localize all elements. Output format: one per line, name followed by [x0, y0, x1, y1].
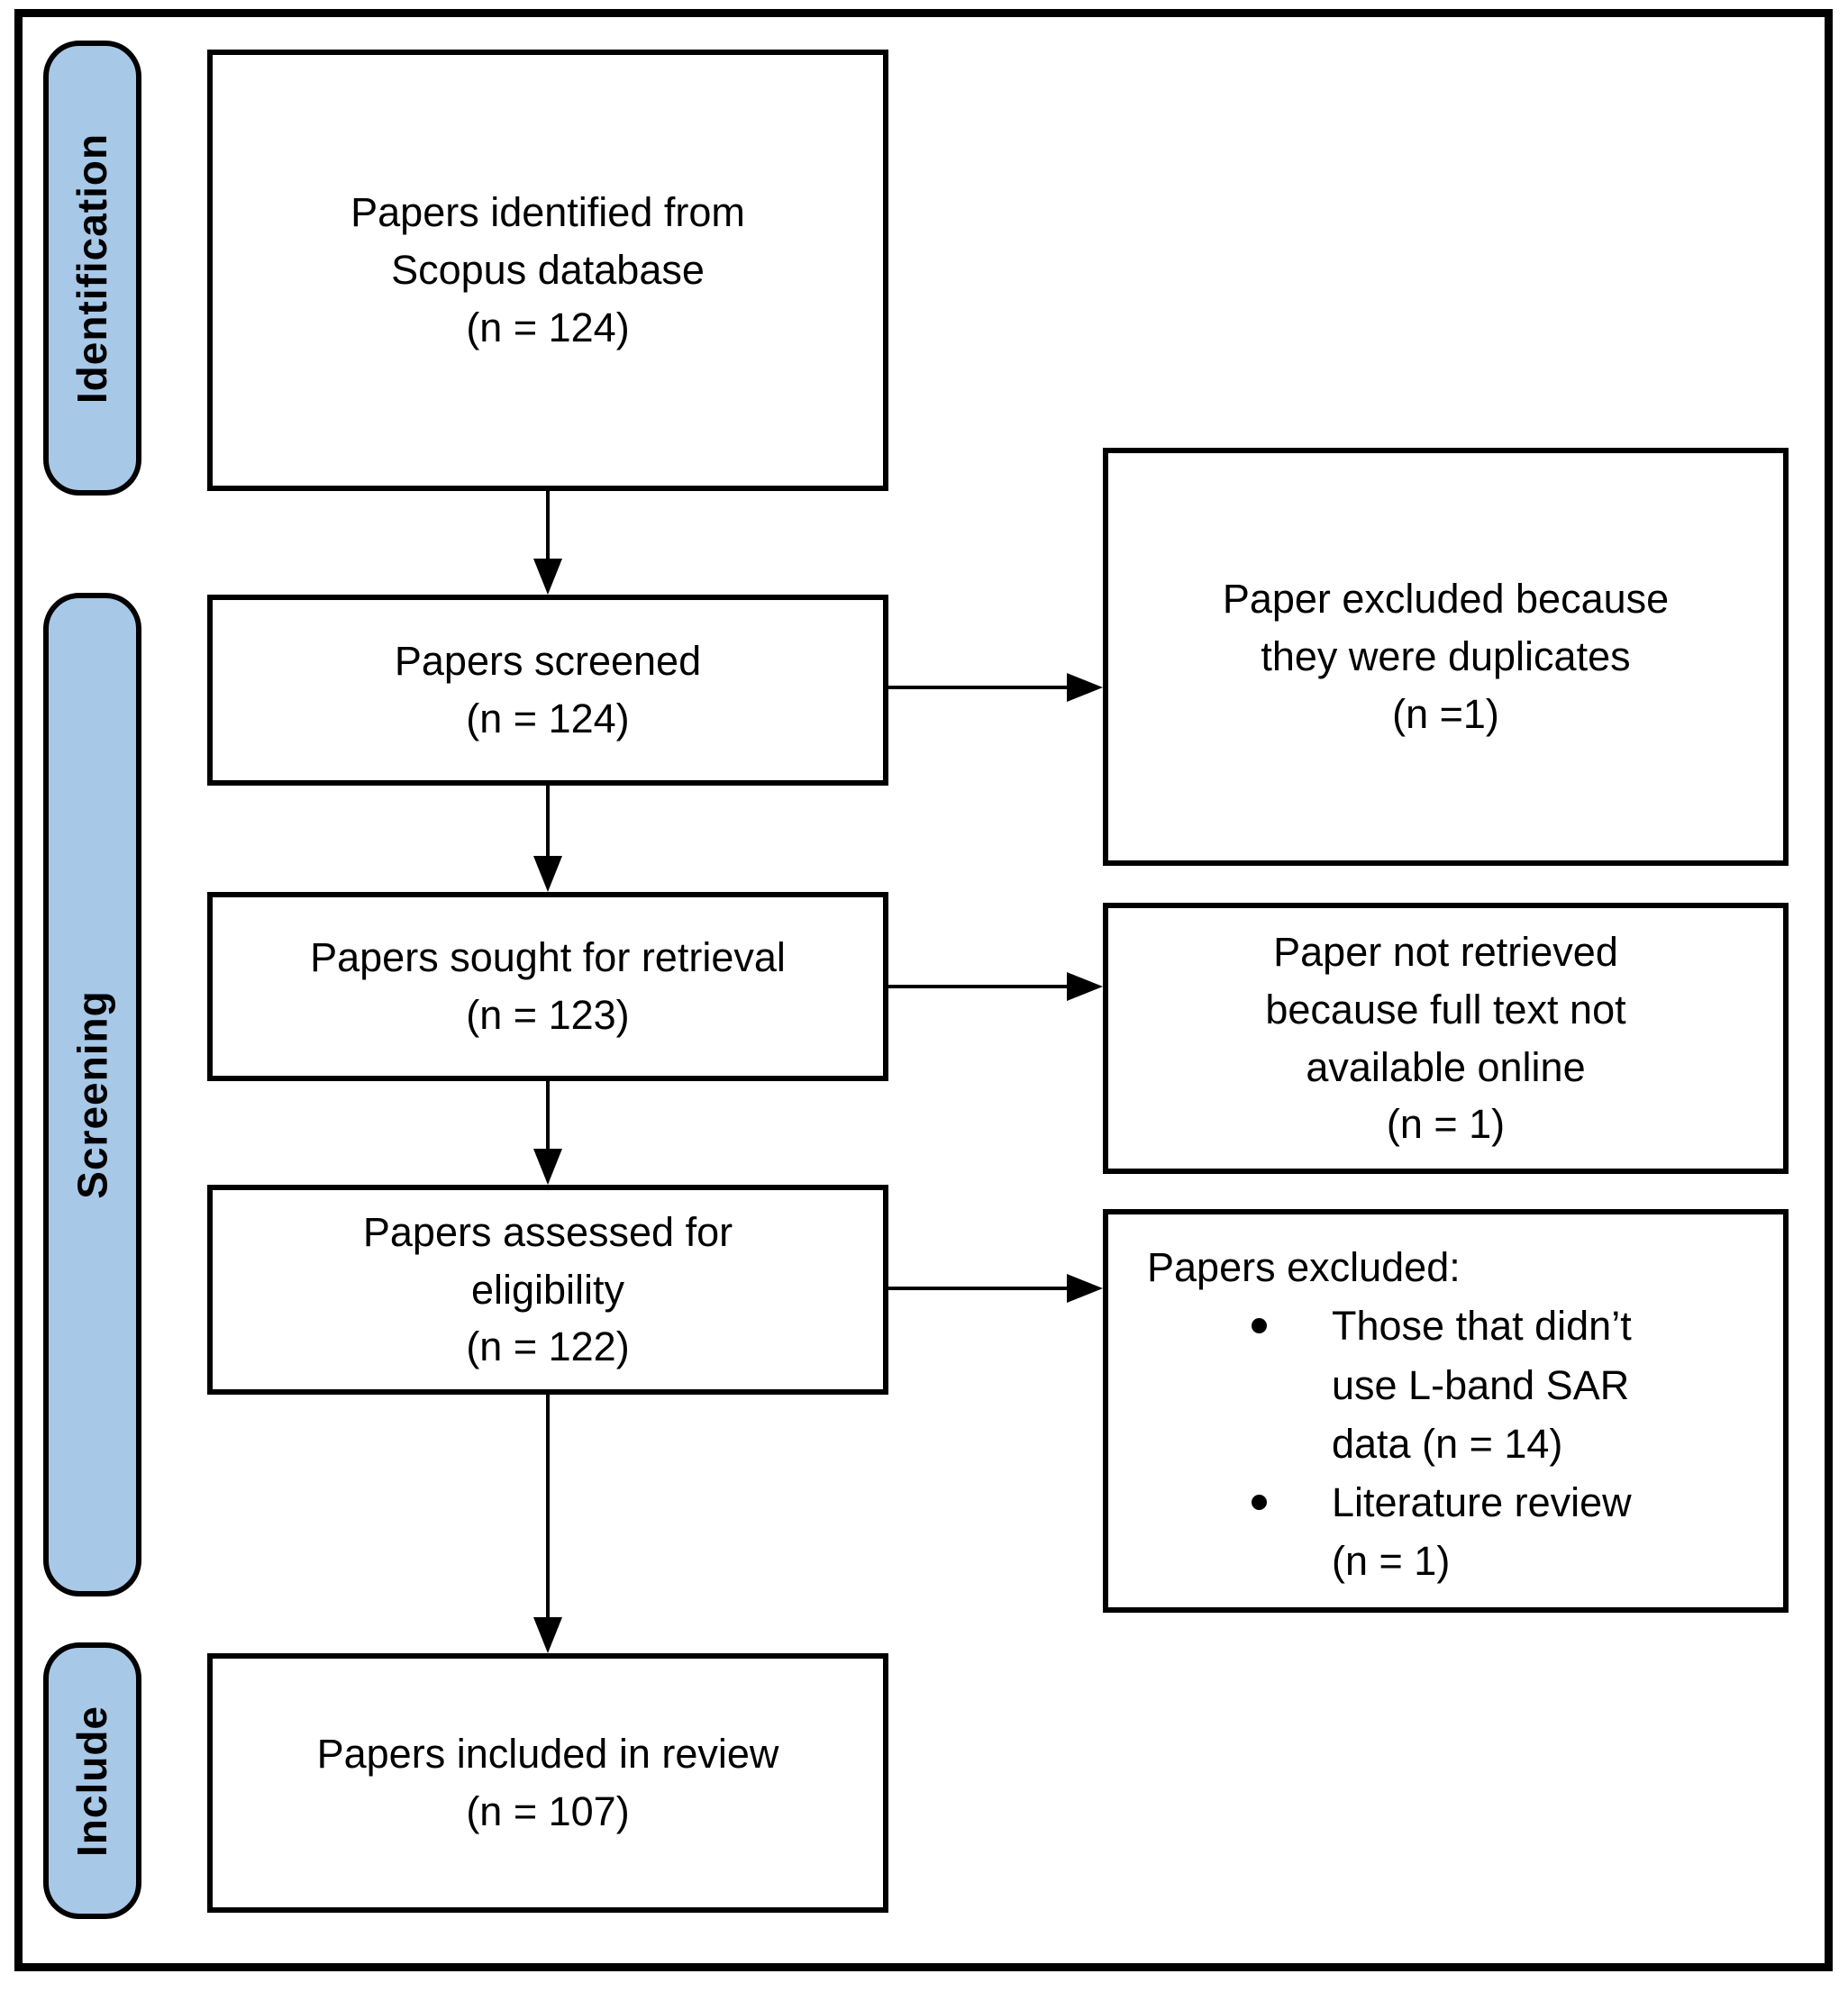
diagram-outer-border [14, 9, 1833, 1971]
flow-box-papers-screened: Papers screened (n = 124) [207, 595, 888, 786]
stage-identification: Identification [43, 41, 141, 496]
exclusion-bullet-item: Those that didn’t use L-band SAR data (n… [1147, 1296, 1765, 1473]
bullet-icon [1252, 1495, 1267, 1510]
flow-box-papers-sought-label: Papers sought for retrieval (n = 123) [310, 934, 786, 1038]
flow-box-papers-sought: Papers sought for retrieval (n = 123) [207, 892, 888, 1081]
side-box-duplicates-excluded: Paper excluded because they were duplica… [1103, 448, 1789, 866]
arrow-right-icon [1067, 673, 1103, 702]
arrow-right-icon [1067, 1274, 1103, 1303]
arrow-line [888, 985, 1072, 988]
arrow-line [546, 1395, 550, 1619]
exclusion-bullet-text: Those that didn’t use L-band SAR data (n… [1332, 1303, 1632, 1467]
flow-box-papers-identified: Papers identified from Scopus database (… [207, 50, 888, 491]
arrow-line [888, 686, 1072, 689]
side-box-not-retrieved: Paper not retrieved because full text no… [1103, 903, 1789, 1174]
exclusion-bullet-text: Literature review (n = 1) [1332, 1479, 1632, 1585]
flow-box-papers-identified-label: Papers identified from Scopus database (… [350, 189, 745, 350]
stage-screening: Screening [43, 593, 141, 1596]
flow-box-papers-included: Papers included in review (n = 107) [207, 1653, 888, 1913]
stage-screening-label: Screening [68, 990, 116, 1199]
arrow-down-icon [533, 1617, 562, 1653]
side-box-papers-excluded-heading: Papers excluded: [1147, 1244, 1461, 1290]
side-box-not-retrieved-label: Paper not retrieved because full text no… [1265, 928, 1626, 1148]
arrow-down-icon [533, 559, 562, 595]
flow-box-papers-assessed: Papers assessed for eligibility (n = 122… [207, 1185, 888, 1395]
arrow-line [546, 1081, 550, 1151]
arrow-line [888, 1287, 1072, 1290]
stage-identification-label: Identification [68, 132, 116, 404]
side-box-duplicates-label: Paper excluded because they were duplica… [1222, 576, 1670, 737]
stage-include-label: Include [68, 1705, 116, 1857]
bullet-icon [1252, 1318, 1267, 1334]
flow-box-papers-screened-label: Papers screened (n = 124) [394, 638, 702, 741]
stage-include: Include [43, 1642, 141, 1919]
arrow-right-icon [1067, 972, 1103, 1001]
flow-box-papers-assessed-label: Papers assessed for eligibility (n = 122… [362, 1208, 733, 1370]
flow-box-papers-included-label: Papers included in review (n = 107) [316, 1731, 779, 1834]
arrow-down-icon [533, 856, 562, 892]
arrow-down-icon [533, 1149, 562, 1185]
arrow-line [546, 786, 550, 858]
arrow-line [546, 491, 550, 561]
exclusion-bullet-item: Literature review (n = 1) [1147, 1473, 1765, 1591]
side-box-papers-excluded: Papers excluded: Those that didn’t use L… [1103, 1209, 1789, 1613]
